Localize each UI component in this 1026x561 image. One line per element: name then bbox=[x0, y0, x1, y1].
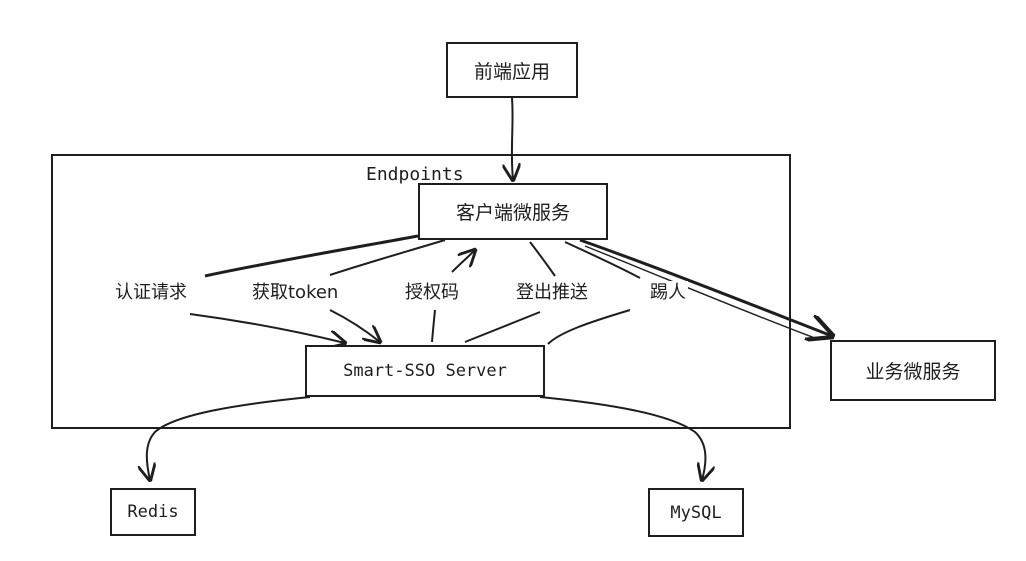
edge-kick-out-lower bbox=[547, 309, 631, 345]
redis-node: Redis bbox=[110, 488, 196, 536]
edge-get-token-upper bbox=[329, 239, 446, 276]
edge-auth-code-lower bbox=[431, 309, 436, 343]
frontend-app-node: 前端应用 bbox=[446, 42, 578, 98]
edge-kick-out-upper bbox=[564, 241, 641, 279]
edge-auth-code-upper bbox=[451, 250, 475, 273]
edge-label-kick-out: 踢人 bbox=[648, 281, 688, 305]
edge-sso-to-redis bbox=[147, 396, 311, 480]
edge-get-token-lower bbox=[329, 309, 380, 342]
edge-logout-push-lower bbox=[464, 311, 541, 343]
endpoints-title: Endpoints bbox=[366, 164, 464, 185]
edge-auth-request-upper bbox=[204, 234, 419, 278]
edge-label-auth-code: 授权码 bbox=[403, 281, 461, 305]
edge-auth-request-lower bbox=[189, 313, 345, 343]
business-service-node: 业务微服务 bbox=[830, 340, 996, 401]
edge-label-auth-request: 认证请求 bbox=[113, 281, 189, 305]
edge-label-logout-push: 登出推送 bbox=[514, 281, 590, 305]
endpoints-container bbox=[51, 154, 791, 429]
edge-label-get-token: 获取token bbox=[250, 281, 341, 305]
edge-frontend-to-client bbox=[512, 97, 513, 180]
mysql-node: MySQL bbox=[648, 488, 744, 537]
client-service-node: 客户端微服务 bbox=[418, 183, 608, 240]
edge-logout-push-upper bbox=[529, 241, 556, 277]
edge-sso-to-mysql bbox=[539, 396, 705, 480]
edge-client-to-business-trace bbox=[584, 245, 821, 341]
edge-client-to-business bbox=[579, 238, 832, 336]
sso-server-node: Smart-SSO Server bbox=[305, 345, 545, 397]
